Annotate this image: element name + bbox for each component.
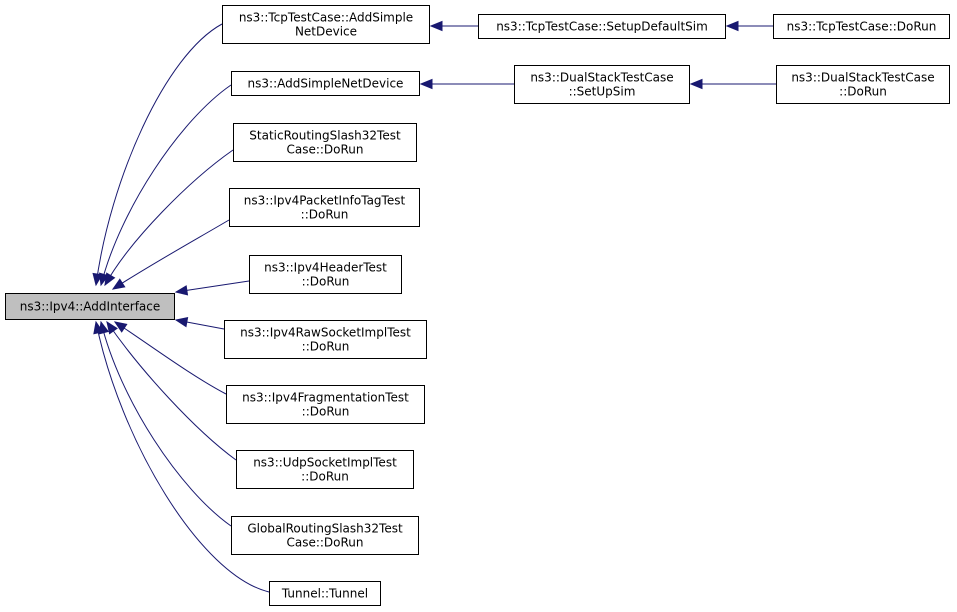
node-add-simple[interactable]: ns3::AddSimpleNetDevice [231, 71, 420, 96]
arrowhead [689, 78, 703, 90]
node-box [5, 293, 175, 320]
arrowhead [429, 20, 443, 32]
edge-raw-socket-to-root [174, 316, 225, 330]
node-label: ns3::Ipv4RawSocketImplTest [240, 326, 411, 340]
node-label: ::DoRun [302, 405, 350, 419]
node-box [231, 71, 420, 96]
arrowhead [104, 272, 116, 287]
arrowhead [725, 20, 739, 32]
arrowhead [93, 320, 104, 335]
edge-line [95, 321, 270, 593]
edge-header-to-root [174, 280, 250, 296]
arrowhead [113, 321, 128, 333]
edge-dual-setup-to-add-simple [419, 78, 514, 90]
node-label: ns3::TcpTestCase::SetupDefaultSim [496, 20, 708, 34]
node-label: ::DoRun [839, 85, 887, 99]
node-label: ::DoRun [301, 208, 349, 222]
node-box [249, 255, 402, 294]
node-label: StaticRoutingSlash32Test [249, 129, 401, 143]
edge-line [100, 321, 232, 527]
nodes-layer: ns3::Ipv4::AddInterface ns3::TcpTestCase:… [5, 5, 950, 606]
node-label: ns3::DualStackTestCase [530, 71, 673, 85]
node-box [233, 123, 417, 162]
node-box [229, 188, 420, 227]
node-label: ::SetUpSim [569, 85, 636, 99]
edge-line [112, 219, 230, 290]
node-label: ns3::DualStackTestCase [791, 71, 934, 85]
node-box [269, 581, 381, 606]
edge-line [100, 84, 232, 286]
node-label: ns3::TcpTestCase::AddSimple [239, 11, 413, 25]
edge-line [114, 321, 227, 395]
node-raw-socket[interactable]: ns3::Ipv4RawSocketImplTest::DoRun [224, 320, 427, 359]
edge-tcp-setup-to-tcp-add [429, 20, 478, 32]
node-box [231, 516, 419, 555]
arrowhead [174, 316, 189, 328]
edge-fragmentation-to-root [113, 321, 227, 395]
node-label: ns3::UdpSocketImplTest [253, 456, 397, 470]
node-tcp-setup[interactable]: ns3::TcpTestCase::SetupDefaultSim [478, 14, 726, 39]
node-label: GlobalRoutingSlash32Test [247, 522, 403, 536]
node-fragmentation[interactable]: ns3::Ipv4FragmentationTest::DoRun [226, 385, 425, 424]
node-tcp-add[interactable]: ns3::TcpTestCase::AddSimpleNetDevice [222, 5, 430, 44]
node-box [776, 65, 950, 104]
node-dual-setup[interactable]: ns3::DualStackTestCase::SetUpSim [514, 65, 690, 104]
node-box [226, 385, 425, 424]
edge-static-routing-to-root [104, 149, 234, 287]
node-dual-dorun[interactable]: ns3::DualStackTestCase::DoRun [776, 65, 950, 104]
arrowhead [106, 320, 118, 335]
edge-pkt-info-to-root [111, 219, 230, 290]
edges-layer [92, 20, 776, 593]
edge-tunnel-to-root [93, 320, 270, 593]
arrowhead [174, 285, 189, 296]
node-label: ns3::Ipv4HeaderTest [264, 261, 387, 275]
edge-line [175, 280, 250, 293]
node-tcp-dorun[interactable]: ns3::TcpTestCase::DoRun [773, 14, 950, 39]
node-label: ns3::Ipv4FragmentationTest [242, 391, 409, 405]
edge-line [106, 321, 237, 461]
node-label: ns3::TcpTestCase::DoRun [787, 20, 937, 34]
node-label: Case::DoRun [286, 536, 363, 550]
node-box [514, 65, 690, 104]
node-label: NetDevice [295, 25, 357, 39]
node-udp-socket[interactable]: ns3::UdpSocketImplTest::DoRun [236, 450, 414, 489]
arrowhead [111, 278, 126, 290]
arrowhead [419, 78, 433, 90]
node-box [478, 14, 726, 39]
node-box [222, 5, 430, 44]
edge-dual-dorun-to-dual-setup [689, 78, 776, 90]
node-root[interactable]: ns3::Ipv4::AddInterface [5, 293, 175, 320]
edge-tcp-add-to-root [92, 23, 223, 287]
node-header[interactable]: ns3::Ipv4HeaderTest::DoRun [249, 255, 402, 294]
node-label: ::DoRun [301, 470, 349, 484]
node-label: Case::DoRun [286, 143, 363, 157]
edge-tcp-dorun-to-tcp-setup [725, 20, 773, 32]
edge-line [95, 23, 223, 286]
node-box [773, 14, 950, 39]
node-label: ns3::AddSimpleNetDevice [248, 77, 404, 91]
edge-line [104, 149, 234, 286]
node-label: ns3::Ipv4PacketInfoTagTest [244, 194, 406, 208]
node-box [236, 450, 414, 489]
node-label: ns3::Ipv4::AddInterface [20, 300, 161, 314]
node-tunnel[interactable]: Tunnel::Tunnel [269, 581, 381, 606]
node-label: Tunnel::Tunnel [281, 587, 368, 601]
node-box [224, 320, 427, 359]
node-label: ::DoRun [302, 340, 350, 354]
node-label: ::DoRun [302, 275, 350, 289]
edge-global-routing-to-root [98, 320, 232, 527]
edge-udp-socket-to-root [106, 320, 237, 461]
node-pkt-info[interactable]: ns3::Ipv4PacketInfoTagTest::DoRun [229, 188, 420, 227]
